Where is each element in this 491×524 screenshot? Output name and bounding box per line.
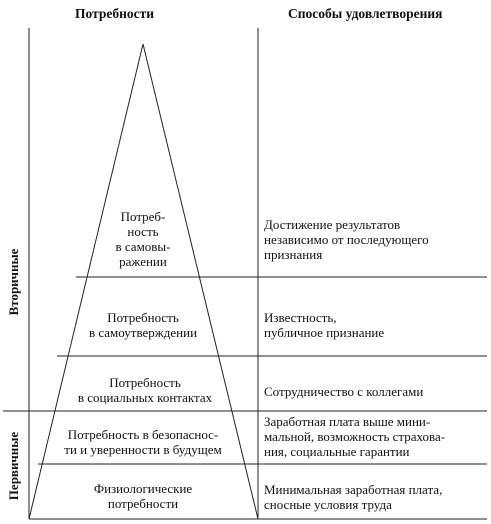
need-line: Потребность [107, 310, 179, 325]
need-line: в социальных контактах [77, 390, 213, 405]
secondary-group-label: Вторичные [6, 248, 21, 316]
need-line: Физиологические [93, 481, 193, 496]
method-self-expression: Достижение результатов независимо от пос… [264, 217, 429, 262]
method-social-contacts: Сотрудничество с коллегами [264, 384, 423, 399]
method-self-assertion: Известность, публичное признание [264, 310, 384, 340]
methods-header: Способы удовлетворения [288, 6, 443, 21]
method-line: ния, социальные гарантии [264, 444, 410, 459]
need-line: Потребность в безопаснос- [67, 427, 219, 442]
need-line: в самовы- [115, 239, 171, 254]
method-line: мальной, возможность страхова- [264, 429, 446, 444]
need-physiological: Физиологические потребности [68, 481, 218, 511]
need-self-assertion: Потребность в самоутверждении [63, 310, 223, 340]
method-line: Заработная плата выше мини- [264, 414, 431, 429]
need-line: Потреб- [120, 209, 166, 224]
method-line: Известность, [264, 310, 337, 325]
method-line: публичное признание [264, 325, 385, 340]
need-self-expression: Потреб- ность в самовы- ражении [93, 209, 193, 269]
method-line: Сотрудничество с коллегами [264, 384, 424, 399]
needs-header: Потребности [75, 6, 155, 21]
method-line: независимо от последующего [264, 232, 429, 247]
primary-group-label: Первичные [6, 431, 21, 501]
method-safety: Заработная плата выше мини- мальной, воз… [264, 414, 445, 459]
method-physiological: Минимальная заработная плата, сносные ус… [264, 482, 442, 512]
need-line: ность [127, 224, 159, 239]
need-line: Потребность [109, 375, 181, 390]
need-line: потребности [107, 496, 179, 511]
need-social-contacts: Потребность в социальных контактах [55, 375, 235, 405]
need-line: ти и уверенности в будущем [64, 442, 222, 457]
method-line: Минимальная заработная плата, [264, 482, 443, 497]
method-line: признания [264, 247, 323, 262]
pyramid-left-side [28, 43, 144, 520]
need-line: ражении [119, 254, 167, 269]
need-line: в самоутверждении [88, 325, 198, 340]
method-line: Достижение результатов [264, 217, 401, 232]
pyramid-right-side [142, 43, 259, 520]
need-safety: Потребность в безопаснос- ти и увереннос… [38, 427, 248, 457]
method-line: сносные условия труда [264, 497, 392, 512]
